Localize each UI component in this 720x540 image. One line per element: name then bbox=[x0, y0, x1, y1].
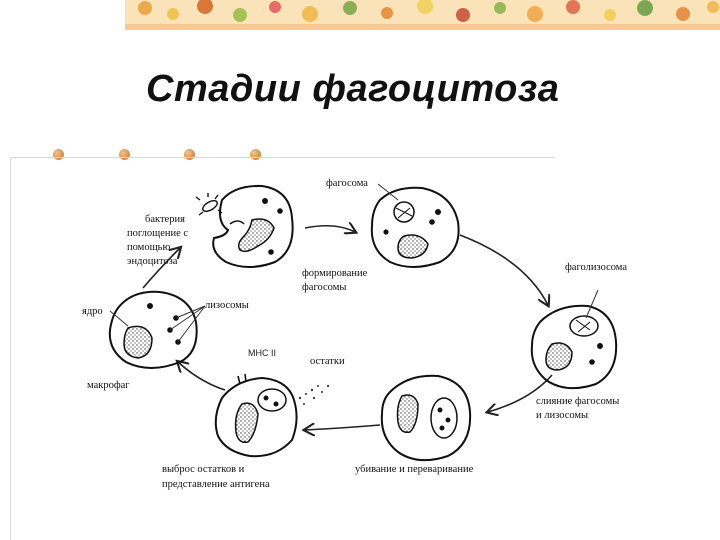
label-uptake-3: эндоцитоза bbox=[127, 256, 178, 267]
arrow-5 bbox=[178, 362, 226, 391]
label-phagosome: фагосома bbox=[326, 178, 368, 189]
label-phagosome-formation-2: фагосомы bbox=[302, 282, 347, 293]
leader-lysosomes bbox=[169, 305, 206, 343]
cell-macrophage bbox=[108, 290, 198, 369]
cell-engulfing bbox=[212, 184, 294, 268]
label-fusion-2: и лизосомы bbox=[536, 410, 589, 421]
cell-digestion bbox=[380, 374, 472, 462]
remnant-particles bbox=[298, 384, 330, 405]
cell-phagosome bbox=[370, 186, 460, 268]
arrow-1 bbox=[304, 226, 355, 232]
label-lysosomes: лизосомы bbox=[205, 300, 249, 311]
bullet-dot-3 bbox=[184, 149, 195, 160]
bacterium-1 bbox=[195, 193, 223, 216]
banner-divider bbox=[125, 24, 720, 30]
label-bacteria: бактерия bbox=[145, 214, 185, 225]
bullet-dot-2 bbox=[119, 149, 130, 160]
arrow-3 bbox=[488, 374, 553, 412]
label-remnants: остатки bbox=[310, 356, 345, 367]
label-release-1: выброс остатков и bbox=[162, 464, 245, 475]
bullet-dot-4 bbox=[250, 149, 261, 160]
floral-banner-image bbox=[125, 0, 720, 24]
leader-phagosome bbox=[377, 183, 399, 201]
header-banner bbox=[125, 0, 720, 24]
cell-phagolysosome bbox=[530, 304, 618, 390]
bullet-dot-1 bbox=[53, 149, 64, 160]
arrow-4 bbox=[305, 425, 381, 430]
label-phagolysosome: фаголизосома bbox=[565, 262, 628, 273]
label-uptake-2: помощью bbox=[127, 242, 171, 253]
label-uptake-1: поглощение с bbox=[127, 228, 189, 239]
arrow-2 bbox=[459, 234, 548, 305]
label-killing: убивание и переваривание bbox=[355, 464, 474, 475]
label-fusion-1: слияние фагосомы bbox=[536, 396, 620, 407]
label-nucleus: ядро bbox=[82, 306, 103, 317]
label-macrophage: макрофаг bbox=[87, 380, 130, 391]
label-mhc: MHC II bbox=[248, 348, 276, 358]
label-phagosome-formation-1: формирование bbox=[302, 268, 368, 279]
slide-title: Стадии фагоцитоза bbox=[146, 68, 560, 110]
label-release-2: представление антигена bbox=[162, 479, 270, 490]
panel-border-left bbox=[10, 157, 11, 540]
leader-nucleus bbox=[109, 310, 129, 327]
cell-release bbox=[214, 373, 298, 458]
arrow-6 bbox=[142, 248, 180, 289]
panel-border-top bbox=[10, 157, 555, 158]
leader-phagolysosome bbox=[585, 289, 599, 319]
